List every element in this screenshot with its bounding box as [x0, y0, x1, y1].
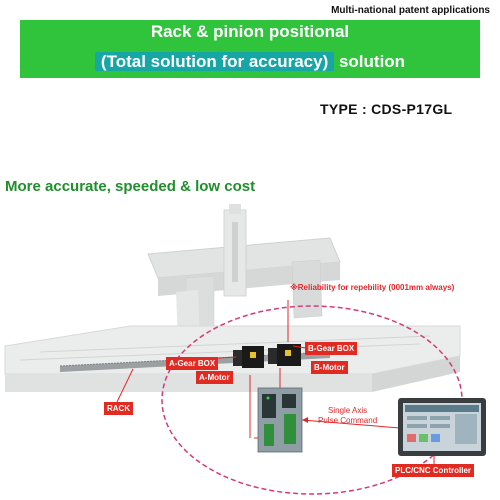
rack-label: RACK — [104, 402, 134, 415]
b-motor-label: B-Motor — [311, 361, 348, 374]
a-gearbox-label: A-Gear BOX — [166, 357, 219, 370]
pulse-command-label: Single Axis Pulse Command — [318, 406, 377, 426]
reliability-note: ※Reliability for repebility (0001mm alwa… — [290, 283, 455, 292]
a-motor-label: A-Motor — [196, 371, 233, 384]
title-highlight: (Total solution for accuracy) — [94, 52, 335, 71]
controller-label: PLC/CNC Controller — [392, 464, 474, 477]
pulse-line2: Pulse Command — [318, 416, 378, 425]
pulse-line1: Single Axis — [328, 406, 368, 415]
type-label: TYPE : CDS-P17GL — [320, 101, 453, 117]
title-banner: Rack & pinion positional (Total solution… — [20, 20, 480, 78]
title-suffix: solution — [338, 52, 406, 71]
b-gearbox-label: B-Gear BOX — [305, 342, 358, 355]
patent-note: Multi-national patent applications — [331, 5, 490, 16]
tagline: More accurate, speeded & low cost — [5, 178, 256, 195]
title-line2: (Total solution for accuracy) solution — [20, 52, 480, 72]
title-line1: Rack & pinion positional — [150, 22, 350, 41]
